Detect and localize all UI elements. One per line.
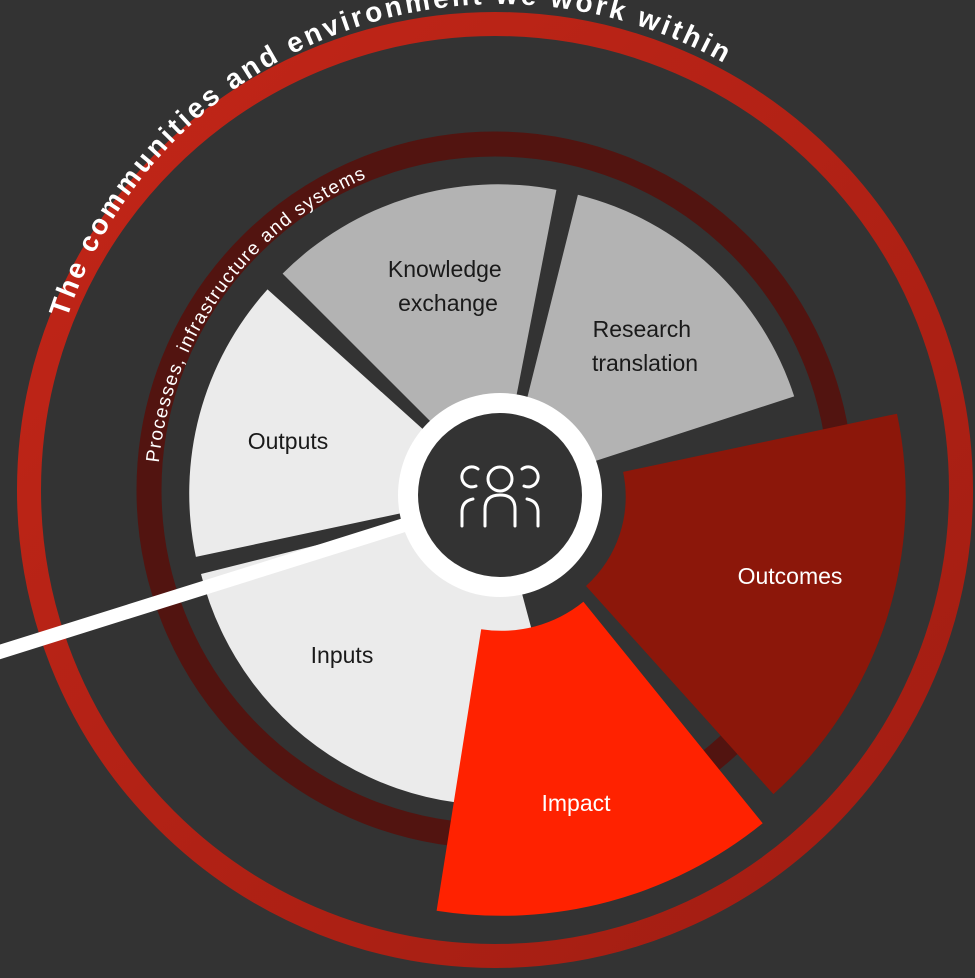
segment-impact[interactable] [436,601,763,916]
segment-label-research-translation: Research translation [592,316,698,376]
research-line-2: translation [592,350,698,376]
segment-outputs[interactable] [189,289,450,557]
segment-knowledge-exchange[interactable] [282,184,557,447]
outer-ring [17,12,973,968]
knowledge-line-2: exchange [398,290,498,316]
research-line-1: Research [593,316,691,342]
knowledge-line-1: Knowledge [388,256,502,282]
segment-label-knowledge-exchange: Knowledge exchange [388,256,508,316]
segment-outcomes[interactable] [586,413,906,795]
people-group-icon [460,465,540,528]
segment-label-outputs: Outputs [248,428,329,454]
segments-group [189,184,906,916]
segment-label-impact: Impact [541,790,611,816]
segment-label-inputs: Inputs [311,642,374,668]
segment-label-outcomes: Outcomes [738,563,843,589]
segment-research-translation[interactable] [518,194,795,473]
